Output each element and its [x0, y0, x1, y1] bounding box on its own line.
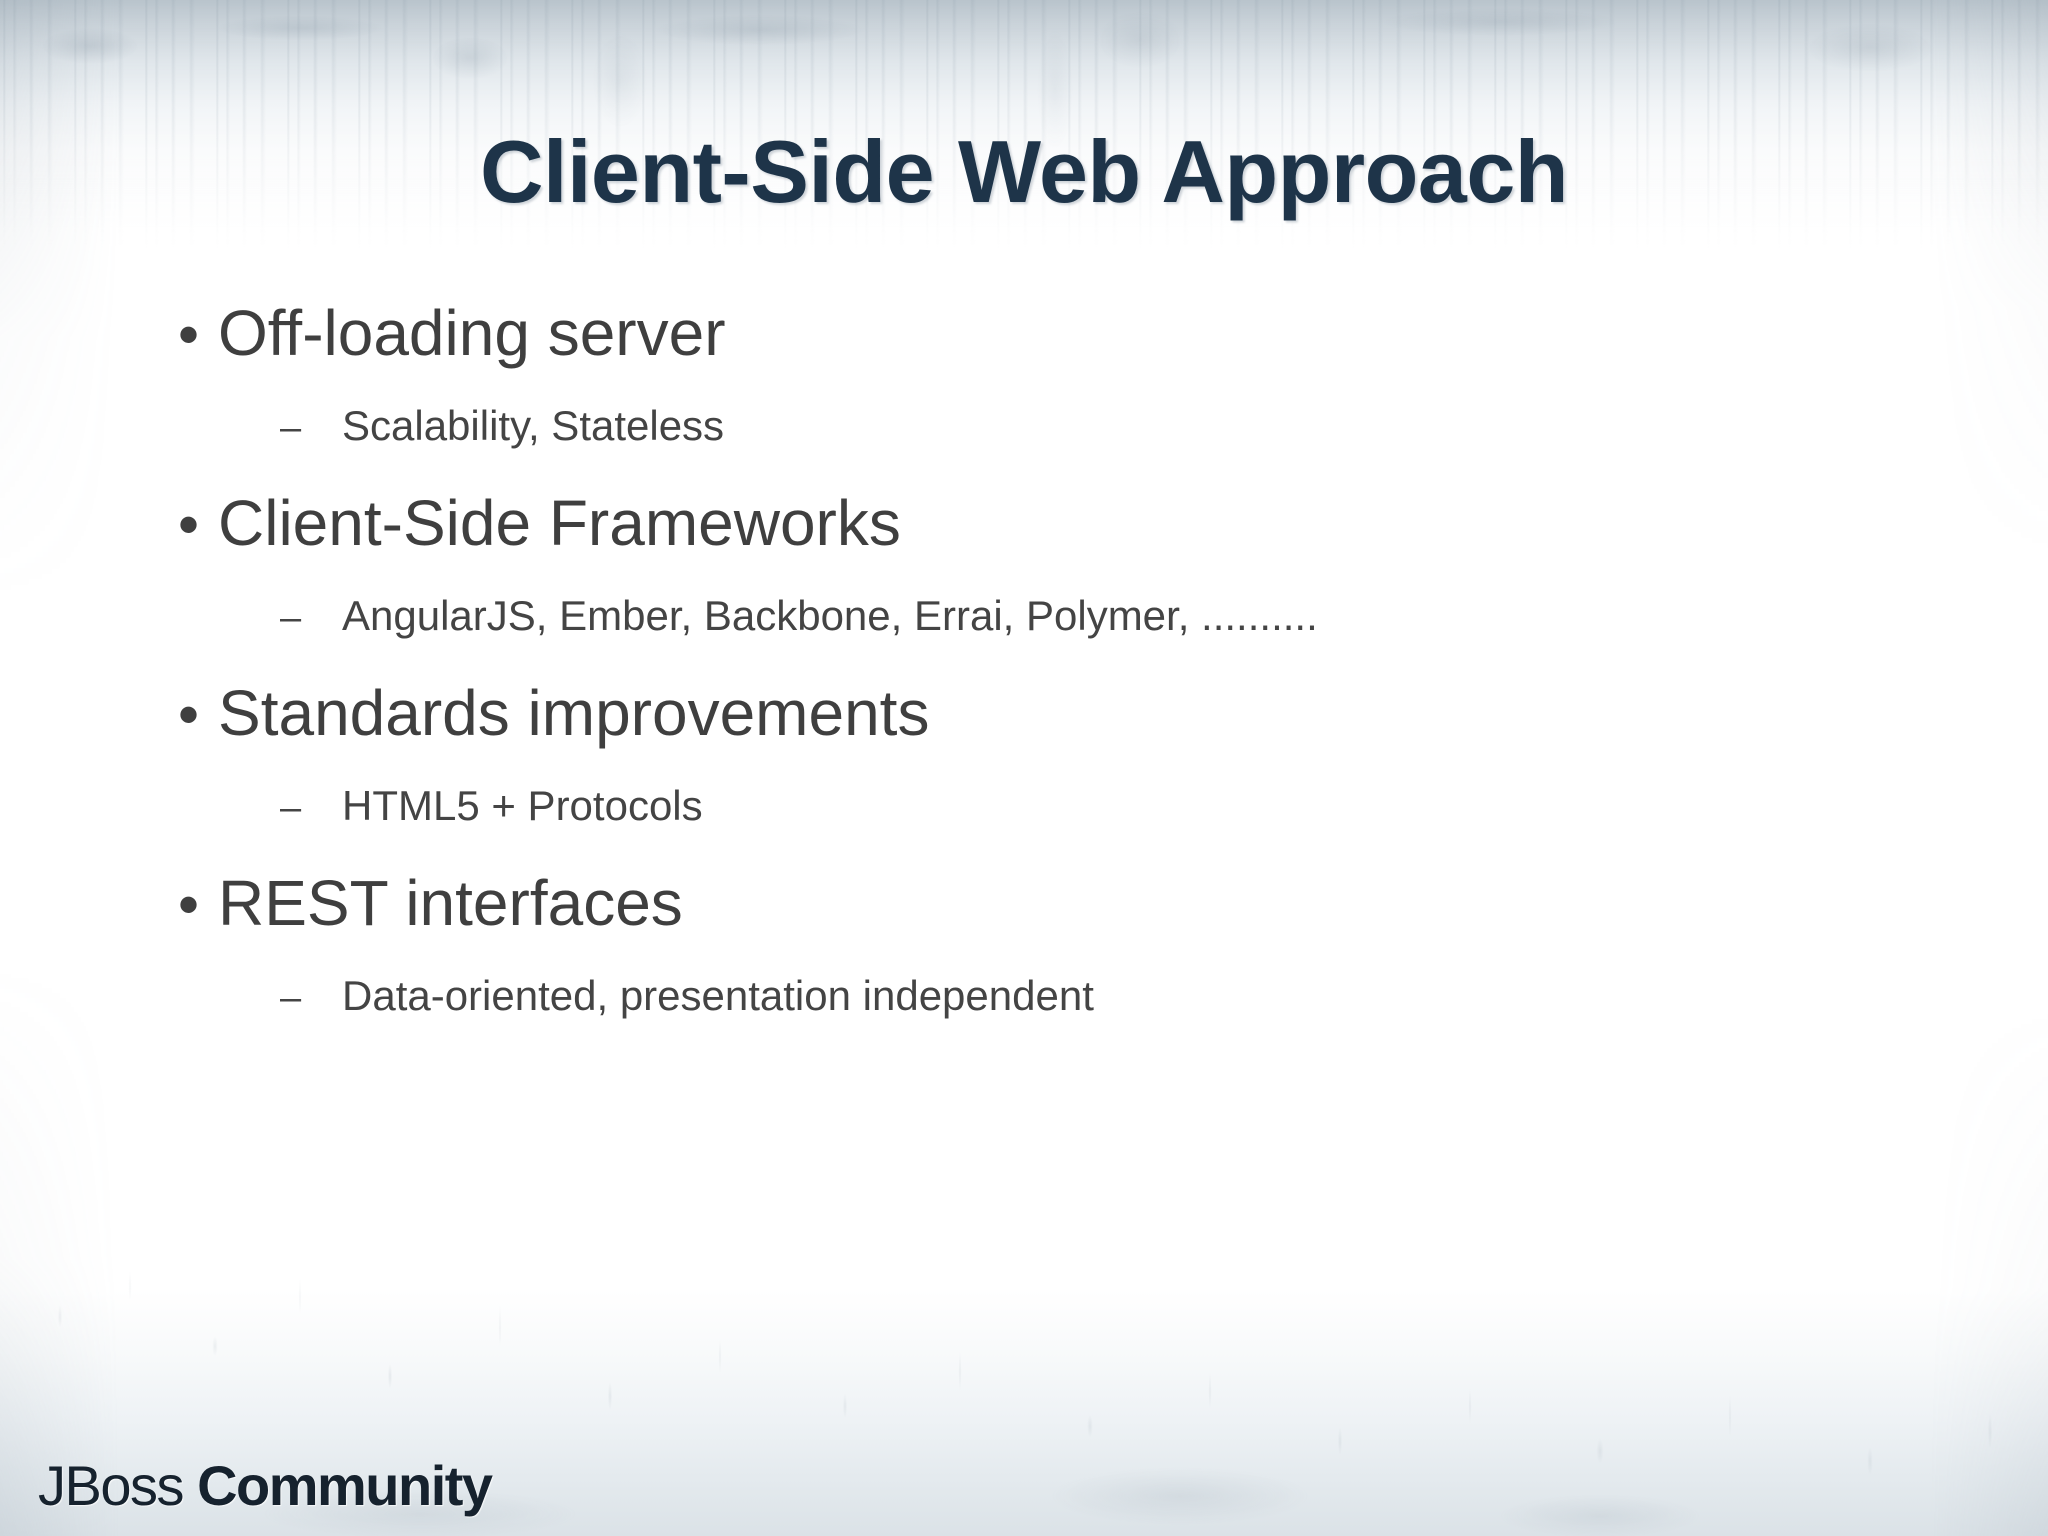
jboss-community-logo: JBoss Community — [38, 1458, 493, 1514]
sub-bullet-label: HTML5 + Protocols — [342, 782, 703, 829]
page-title: Client-Side Web Approach — [479, 122, 1569, 221]
background-edge-right — [1928, 0, 2048, 1536]
bullet-item-level2: – Scalability, Stateless — [150, 402, 1950, 490]
bullet-item-level2: – Data-oriented, presentation independen… — [150, 972, 1950, 1060]
bullet-item-level1: • REST interfaces — [150, 867, 1950, 974]
bullet-group: • Standards improvements – HTML5 + Proto… — [150, 677, 1950, 870]
bullet-dash-icon: – — [280, 597, 302, 639]
bullet-item-level2: – HTML5 + Protocols — [150, 782, 1950, 870]
bullet-dot-icon: • — [178, 491, 200, 558]
bullet-item-level1: • Off-loading server — [150, 297, 1950, 404]
bullet-label: Standards improvements — [218, 677, 930, 749]
background-grunge-top — [0, 0, 2048, 250]
logo-text-jboss: JBoss — [38, 1454, 185, 1517]
bullet-label: Client-Side Frameworks — [218, 487, 901, 559]
bullet-dash-icon: – — [280, 407, 302, 449]
bullet-dot-icon: • — [178, 871, 200, 938]
sub-bullet-label: Data-oriented, presentation independent — [342, 972, 1094, 1019]
bullet-label: Off-loading server — [218, 297, 726, 369]
bullet-group: • Client-Side Frameworks – AngularJS, Em… — [150, 487, 1950, 680]
background-edge-left — [0, 0, 120, 1536]
bullet-list: • Off-loading server – Scalability, Stat… — [150, 297, 1950, 1060]
bullet-dash-icon: – — [280, 977, 302, 1019]
bullet-item-level1: • Client-Side Frameworks — [150, 487, 1950, 594]
sub-bullet-label: Scalability, Stateless — [342, 402, 725, 449]
logo-text-community: Community — [197, 1454, 493, 1517]
sub-bullet-label: AngularJS, Ember, Backbone, Errai, Polym… — [342, 592, 1318, 639]
bullet-label: REST interfaces — [218, 867, 683, 939]
bullet-dot-icon: • — [178, 681, 200, 748]
bullet-dash-icon: – — [280, 787, 302, 829]
bullet-group: • REST interfaces – Data-oriented, prese… — [150, 867, 1950, 1060]
bullet-dot-icon: • — [178, 301, 200, 368]
bullet-item-level1: • Standards improvements — [150, 677, 1950, 784]
bullet-group: • Off-loading server – Scalability, Stat… — [150, 297, 1950, 490]
bullet-item-level2: – AngularJS, Ember, Backbone, Errai, Pol… — [150, 592, 1950, 680]
background-grunge-top-blobs — [0, 0, 2048, 190]
background-grunge-bottom — [0, 1196, 2048, 1536]
